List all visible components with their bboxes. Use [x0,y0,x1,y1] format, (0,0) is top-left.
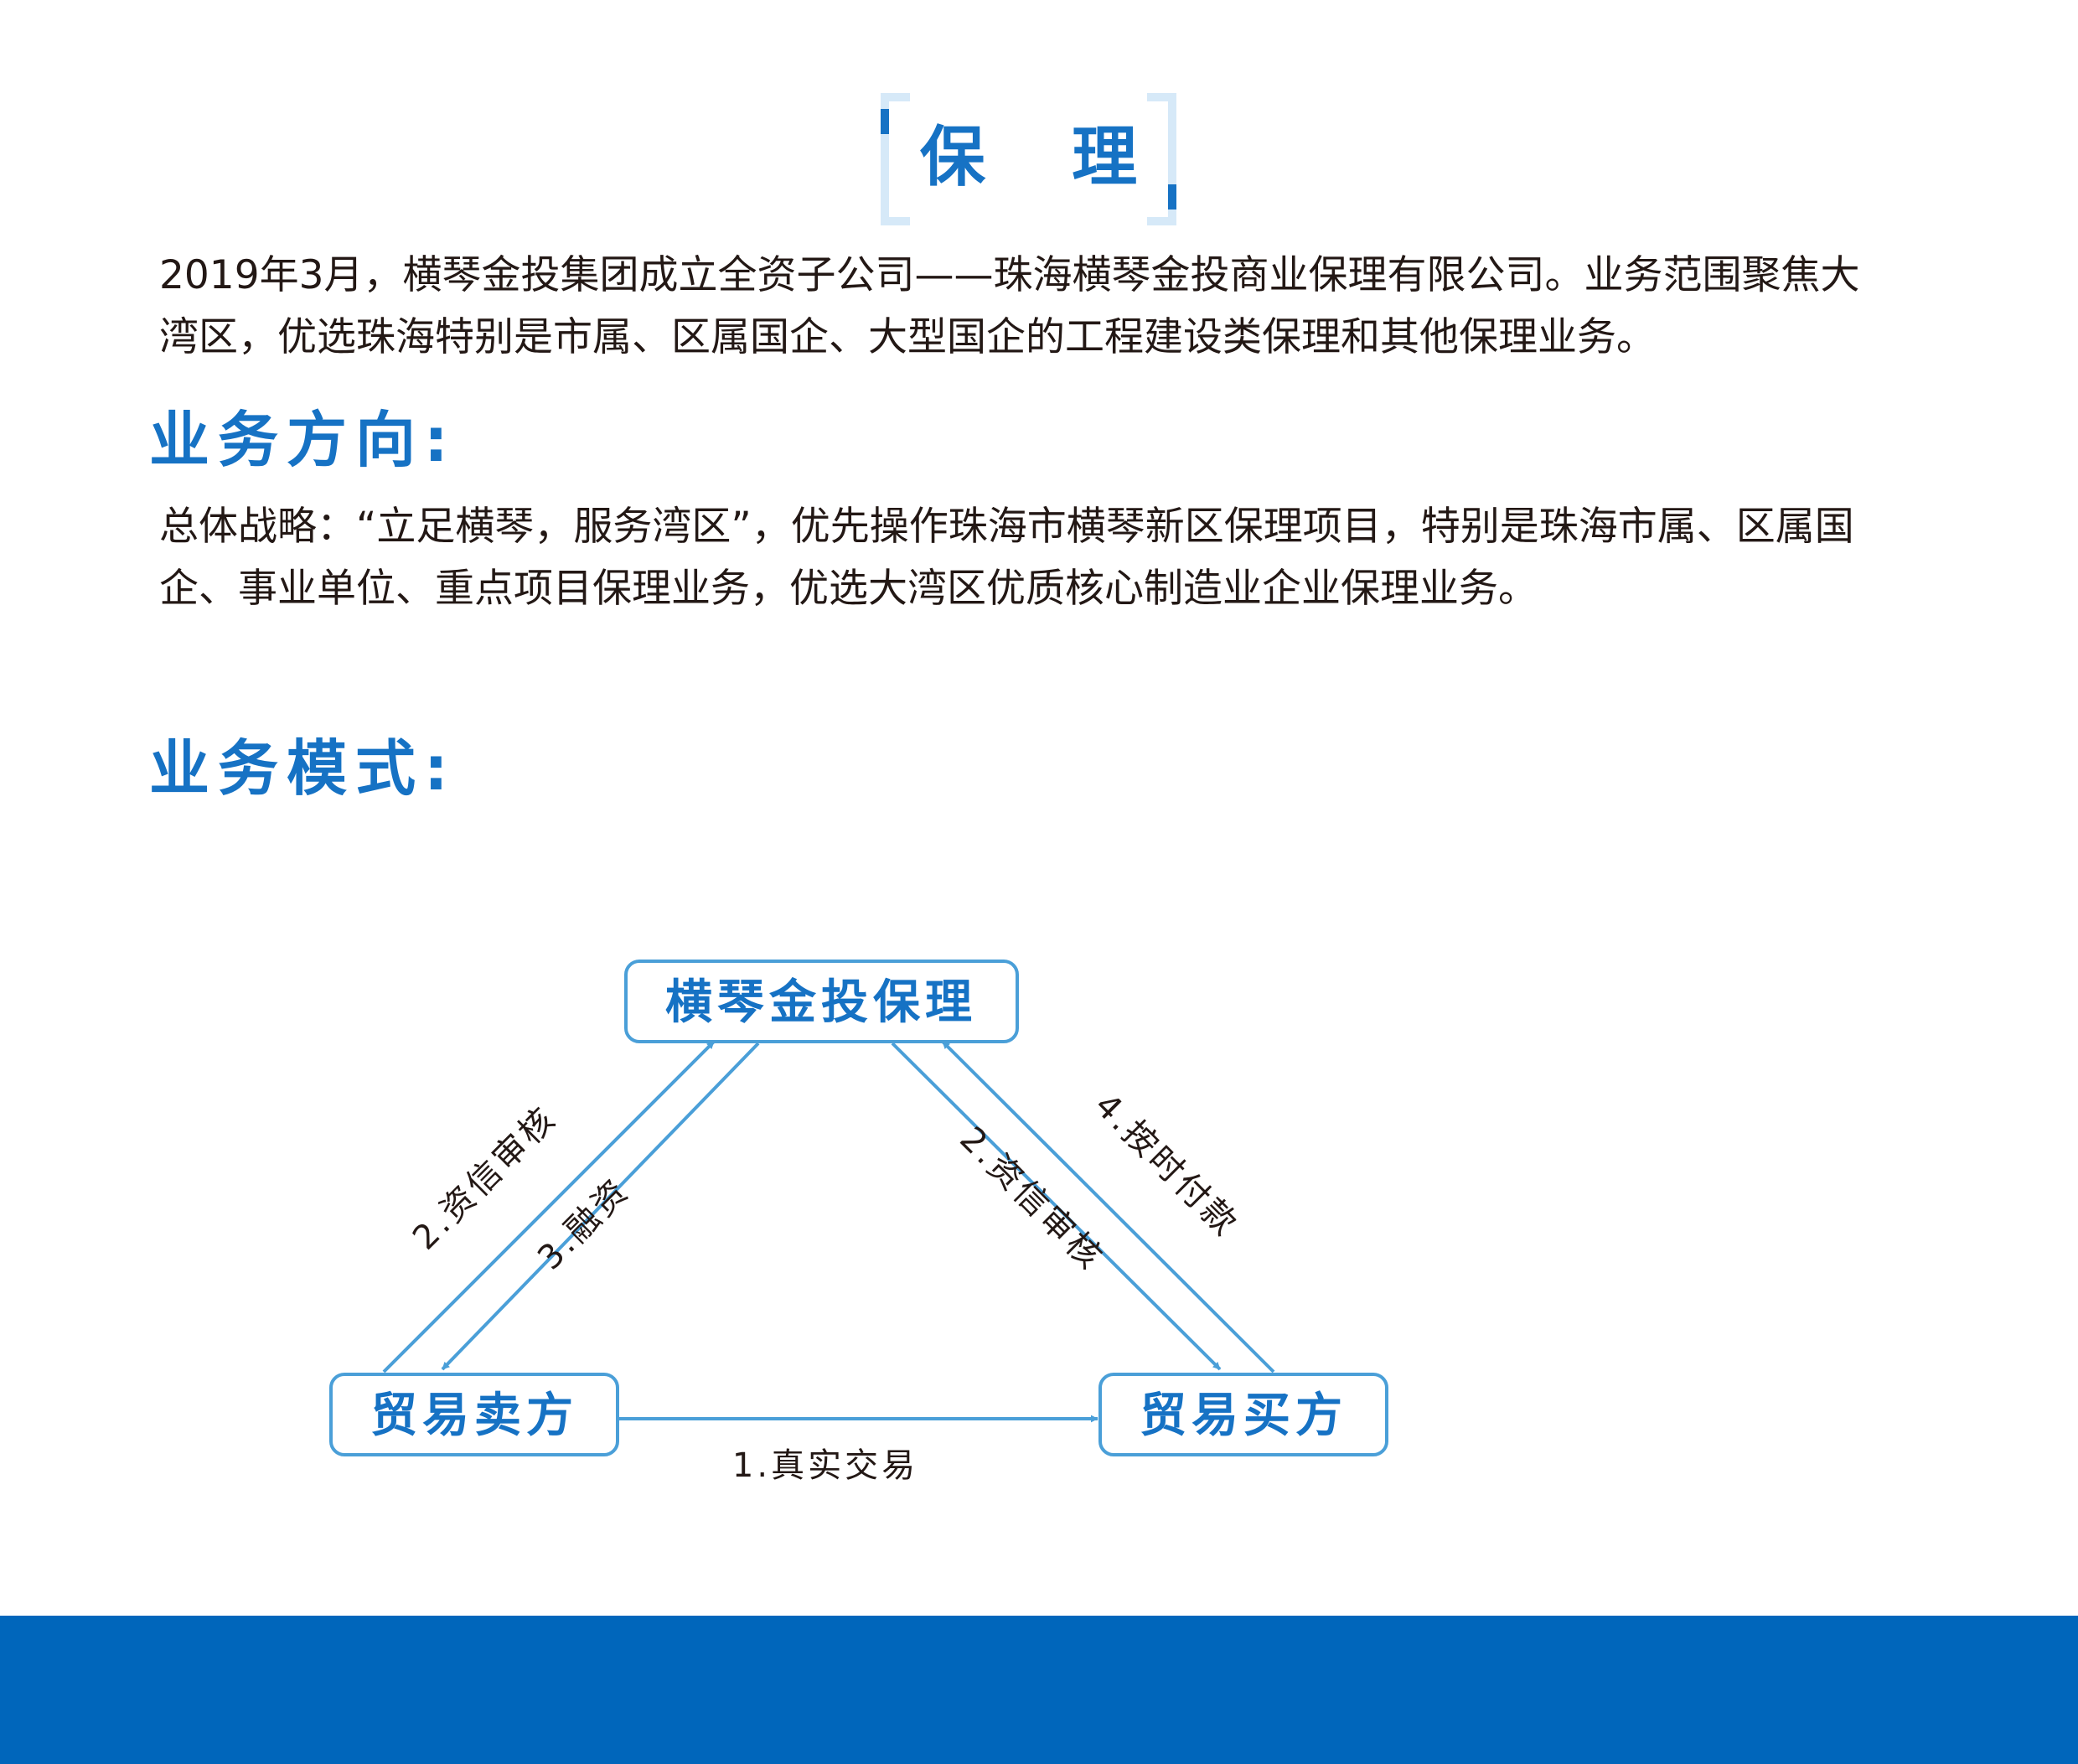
page-title: 保 理 [919,120,1170,195]
node-seller: 贸易卖方 [329,1373,619,1456]
edge-buyer-to-factor [941,1040,1275,1373]
edge-label-financing: 3.融资 [530,1171,637,1277]
node-factor: 横琴金投保理 [624,960,1019,1043]
direction-line-2: 企、事业单位、重点项目保理业务，优选大湾区优质核心制造业企业保理业务。 [159,566,1538,612]
bracket-decoration [881,93,1176,225]
node-buyer: 贸易买方 [1098,1373,1388,1456]
intro-paragraph: 2019年3月，横琴金投集团成立全资子公司——珠海横琴金投商业保理有限公司。业务… [159,245,1952,369]
intro-line-2: 湾区，优选珠海特别是市属、区属国企、大型国企的工程建设类保理和其他保理业务。 [159,314,1656,360]
footer-bar [0,1616,2078,1764]
direction-line-1: 总体战略：“立足横琴，服务湾区”，优先操作珠海市横琴新区保理项目，特别是珠海市属… [159,504,1854,550]
direction-paragraph: 总体战略：“立足横琴，服务湾区”，优先操作珠海市横琴新区保理项目，特别是珠海市属… [159,496,1952,620]
edge-seller-to-factor [382,1040,716,1373]
edge-factor-to-buyer [891,1042,1222,1371]
edge-factor-to-seller [441,1042,760,1371]
node-factor-label: 横琴金投保理 [665,975,977,1030]
edge-label-trade: 1.真实交易 [732,1446,918,1485]
node-buyer-label: 贸易买方 [1140,1389,1347,1443]
edge-label-payment: 4.按时付款 [1087,1086,1246,1245]
mode-heading: 业务模式: [149,733,457,804]
edge-label-credit-review-left: 2.资信审核 [406,1099,565,1258]
node-seller-label: 贸易卖方 [370,1389,578,1443]
direction-heading: 业务方向: [149,405,457,475]
edge-label-credit-review-right: 2.资信审核 [952,1120,1111,1279]
intro-line-1: 2019年3月，横琴金投集团成立全资子公司——珠海横琴金投商业保理有限公司。业务… [159,252,1860,298]
page-title-block: 保 理 [880,92,1177,226]
